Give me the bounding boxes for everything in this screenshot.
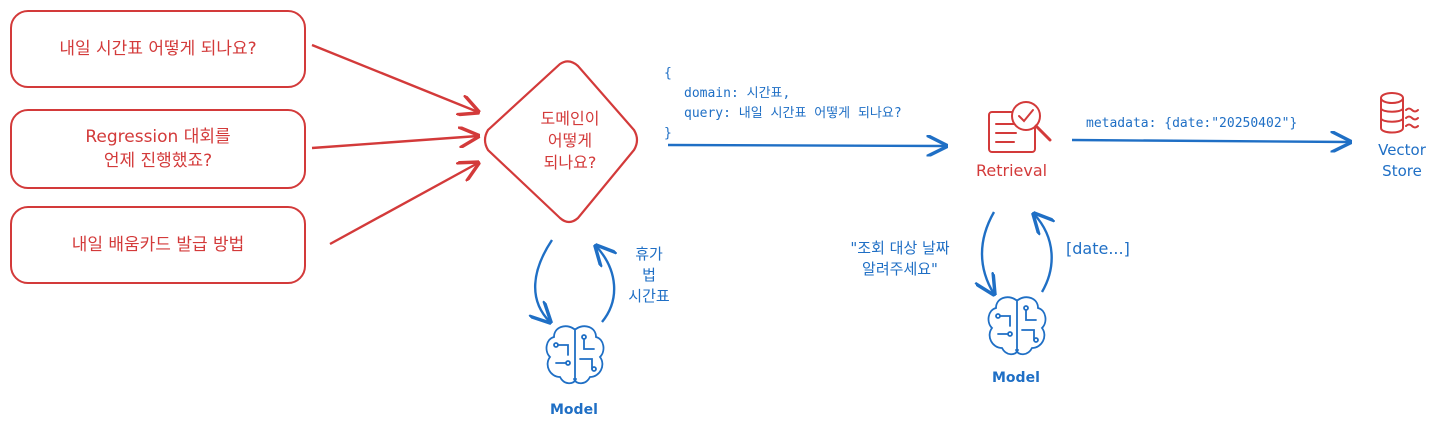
arrow-decision-to-left-model: [535, 239, 552, 322]
decision-diamond: [483, 60, 639, 224]
brain-circuit-icon: [545, 325, 605, 385]
payload-open-brace: {: [664, 66, 672, 81]
metadata-label: metadata: {date:"20250402"}: [1086, 116, 1298, 131]
right-model-label: Model: [992, 370, 1040, 386]
question-box-learning-card: 내일 배움카드 발급 방법: [10, 206, 306, 284]
payload-query: query: 내일 시간표 어떻게 되나요?: [684, 106, 902, 121]
right-model-return-label: [date...]: [1066, 239, 1130, 258]
right-model-ask-label: "조회 대상 날짜 알려주세요": [850, 239, 950, 278]
arrow-decision-to-retrieval: [667, 145, 946, 146]
question-box-timetable: 내일 시간표 어떻게 되나요?: [10, 10, 306, 88]
vector-store-label: Vector Store: [1378, 141, 1426, 180]
arrow-right-model-to-retrieval: [1034, 214, 1052, 293]
arrow-retrieval-to-right-model: [982, 211, 994, 294]
document-search-icon: [988, 101, 1052, 153]
payload-domain: domain: 시간표,: [684, 86, 791, 101]
left-model-label: Model: [550, 402, 598, 418]
retrieval-label: Retrieval: [976, 161, 1048, 180]
arrow-retrieval-to-vector-store: [1071, 140, 1350, 142]
left-model-return-label: 휴가 법 시간표: [628, 245, 670, 305]
question-box-regression: Regression 대회를 언제 진행했죠?: [10, 109, 306, 189]
arrow-q3-to-decision: [329, 163, 478, 246]
payload-close-brace: }: [664, 126, 672, 141]
brain-circuit-icon: [987, 296, 1047, 356]
database-icon: [1380, 92, 1419, 134]
arrow-q2-to-decision: [311, 136, 478, 150]
arrow-left-model-to-decision: [596, 246, 614, 323]
arrow-q1-to-decision: [311, 43, 478, 112]
decision-label: 도메인이 어떻게 되나요?: [540, 109, 600, 172]
